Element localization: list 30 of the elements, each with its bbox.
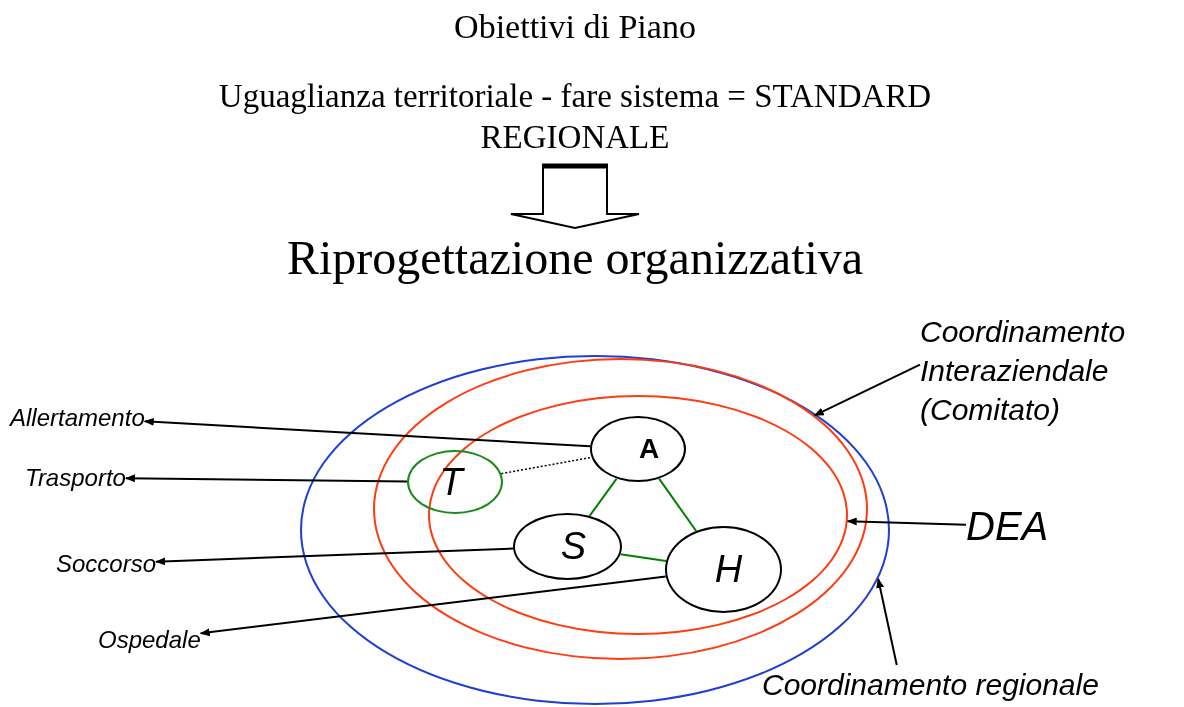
arrow (143, 417, 592, 448)
node-label: A (638, 433, 660, 465)
connector-line (588, 477, 618, 517)
callout-text: Coordinamento Interaziendale (Comitato) (920, 312, 1182, 429)
service-ellipse (590, 416, 686, 482)
arrow (199, 575, 667, 637)
connector-line (619, 553, 668, 563)
heading-text: Uguaglianza territoriale - fare sistema = STANDARD REGIONALE (215, 76, 935, 159)
block-arrow (510, 163, 640, 230)
connector-line (500, 456, 593, 475)
node-label: T (439, 460, 463, 504)
callout-text: Coordinamento regionale (762, 665, 1099, 704)
dea-ellipse (428, 395, 848, 635)
committee-ellipse (373, 358, 868, 660)
node-label: H (714, 548, 743, 591)
arrow (155, 547, 515, 566)
connector-line (658, 477, 698, 533)
title: Obiettivi di Piano (453, 8, 697, 46)
arrow (124, 474, 408, 483)
arrow (876, 577, 898, 666)
callout-text: Ospedale (98, 624, 201, 656)
arrow (846, 517, 967, 526)
node-label: S (560, 525, 587, 568)
arrow (813, 363, 921, 417)
callout-text: Trasporto (25, 462, 126, 494)
heading-text: Riprogettazione organizzativa (150, 228, 1000, 288)
callout-text: Allertamento (10, 402, 145, 434)
callout-text: DEA (966, 500, 1049, 552)
callout-text: Soccorso (56, 548, 157, 580)
service-ellipse (407, 450, 503, 514)
